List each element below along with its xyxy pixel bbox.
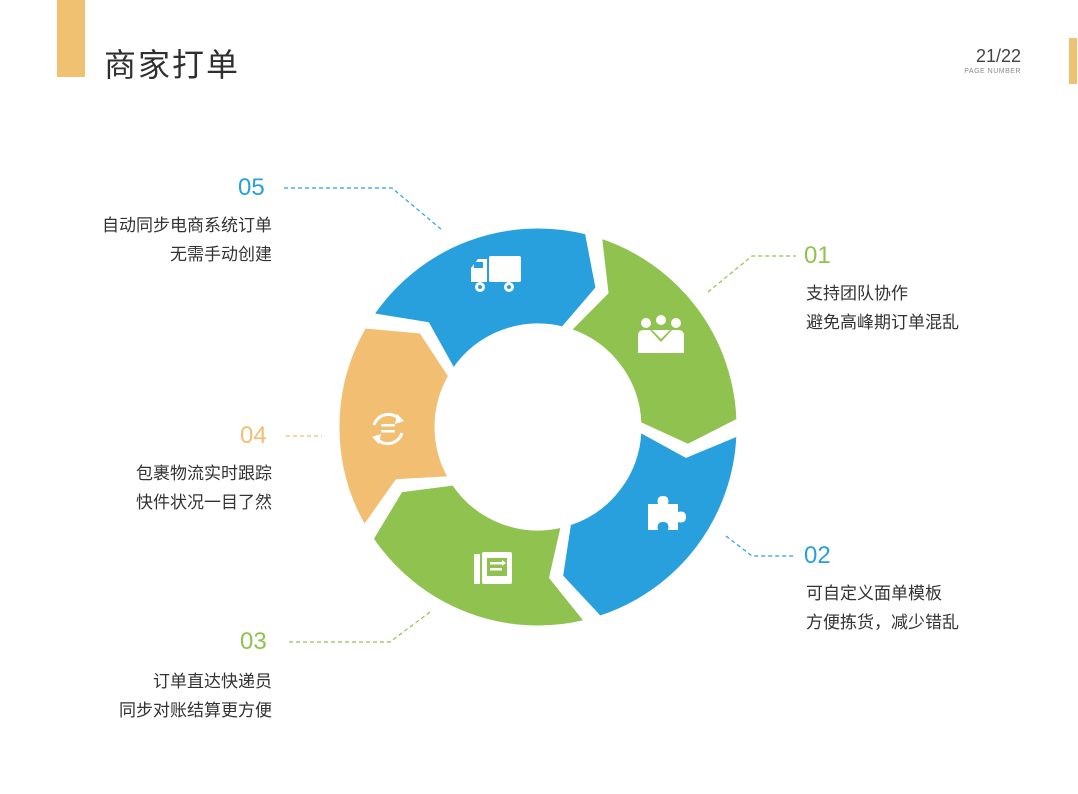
ring-segment-05 xyxy=(371,225,599,372)
step-02-line1: 可自定义面单模板 xyxy=(806,584,942,604)
leader-line-03 xyxy=(286,611,431,643)
step-05-line2: 无需手动创建 xyxy=(170,245,272,265)
step-01-number: 01 xyxy=(804,242,831,269)
side-accent-bar xyxy=(1069,38,1077,84)
team-icon xyxy=(638,315,684,353)
ring-segment-04 xyxy=(336,325,452,528)
step-04-number: 04 xyxy=(240,422,267,449)
step-05-text: 自动同步电商系统订单 无需手动创建 xyxy=(40,212,272,270)
leader-line-05 xyxy=(284,187,443,231)
step-02-number: 02 xyxy=(804,542,831,569)
page-number: 21/22 xyxy=(975,46,1021,66)
step-03-text: 订单直达快递员 同步对账结算更方便 xyxy=(40,668,272,726)
step-05-number: 05 xyxy=(238,174,265,201)
step-01-line2: 避免高峰期订单混乱 xyxy=(806,313,959,333)
step-01-line1: 支持团队协作 xyxy=(806,284,908,304)
leader-line-01 xyxy=(707,255,796,293)
page-number-label: PAGE NUMBER xyxy=(964,68,1021,75)
refresh-icon xyxy=(372,412,404,446)
step-03-number: 03 xyxy=(240,628,267,655)
step-04-text: 包裹物流实时跟踪 快件状况一目了然 xyxy=(40,460,272,518)
page-title: 商家打单 xyxy=(104,46,241,84)
step-02-text: 可自定义面单模板 方便拣货，减少错乱 xyxy=(806,580,1036,638)
puzzle-icon xyxy=(648,496,686,530)
step-03-line1: 订单直达快递员 xyxy=(153,672,272,692)
leader-line-02 xyxy=(725,535,796,557)
step-04-line1: 包裹物流实时跟踪 xyxy=(136,464,272,484)
step-04-line2: 快件状况一目了然 xyxy=(136,493,272,513)
step-03-line2: 同步对账结算更方便 xyxy=(119,701,272,721)
document-icon xyxy=(474,552,512,584)
step-01-text: 支持团队协作 避免高峰期订单混乱 xyxy=(806,280,1036,338)
truck-icon xyxy=(471,256,521,292)
step-05-line1: 自动同步电商系统订单 xyxy=(102,216,272,236)
step-02-line2: 方便拣货，减少错乱 xyxy=(806,613,959,633)
title-accent-bar xyxy=(57,0,85,77)
